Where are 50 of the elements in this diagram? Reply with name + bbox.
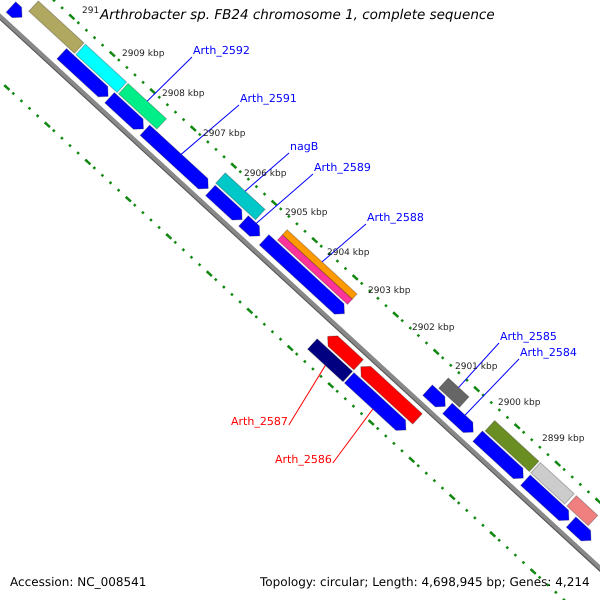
gene-feature [56,48,109,98]
gene-feature [442,402,474,434]
scale-label: 2901 kbp [455,363,498,372]
scale-label: 2899 kbp [542,435,584,444]
scale-label: 2909 kbp [122,50,164,59]
gene-label: Arth_2586 [275,454,332,465]
gene-feature [6,1,23,18]
gene-label: Arth_2591 [240,93,297,104]
scale-label: 291 [82,7,100,16]
info-text: Accession: NC_008541 [10,576,146,588]
leader-line [288,364,326,426]
scale-label: 2902 kbp [412,324,454,333]
gene-feature [238,215,260,237]
gene-label: Arth_2588 [367,212,424,223]
gene-label: Arth_2584 [520,347,577,358]
gene-bar [276,234,353,306]
scale-label: 2905 kbp [285,209,328,218]
leader-line [458,342,500,388]
gene-bar [530,462,575,505]
gene-feature [204,184,243,220]
gene-label: Arth_2592 [193,45,250,56]
leader-line [464,358,520,416]
leader-line [244,152,290,192]
gene-bar [566,495,598,526]
leader-line [256,174,314,224]
leader-line [146,56,192,102]
gene-feature [472,430,524,480]
leader-line [322,224,366,262]
gene-feature [327,335,364,371]
leader-line [332,408,374,464]
scale-label: 2908 kbp [162,90,204,99]
leader-line [180,104,240,155]
gene-feature [422,384,446,408]
scale-label: 2903 kbp [368,287,410,296]
gene-feature [360,366,423,425]
gene-bar [438,377,470,408]
gene-label: Arth_2587 [231,416,288,427]
scale-label: 2907 kbp [203,130,246,139]
gene-feature [104,92,144,130]
info-text: Topology: circular; Length: 4,698,945 bp; Genes: 4,214 [260,576,590,588]
gene-feature [520,474,570,522]
title: Arthrobacter sp. FB24 chromosome 1, complete sequence [100,9,495,22]
gene-label: Arth_2585 [500,331,557,342]
gene-label: Arth_2589 [314,162,371,173]
gene-feature [566,516,592,542]
gene-bar [484,420,540,472]
gene-label: nagB [290,141,318,152]
gene-feature [344,372,406,431]
gene-bar [306,338,354,382]
scale-label: 2900 kbp [498,399,540,408]
